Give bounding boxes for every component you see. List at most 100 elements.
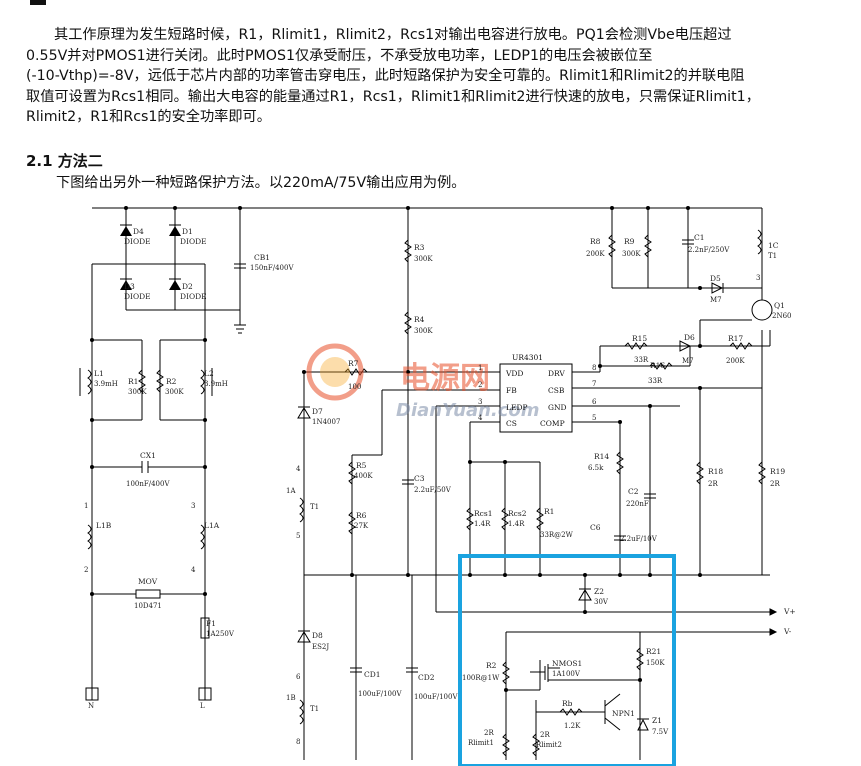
lbl-r15: R15 [632,334,647,343]
lbl-r5v: 400K [354,472,373,480]
lbl-n1: 1 [84,502,88,510]
lbl-r14v: 6.5k [588,464,604,472]
d1-value: DIODE [180,237,207,246]
lbl-r18: R18 [708,467,723,476]
lbl-c6v: 2.2uF/10V [620,535,658,543]
d1-label: D1 [182,227,193,236]
lbl-r17: R17 [728,334,743,343]
d4-label: D4 [133,227,144,236]
chip-pin-ledp: LEDP [506,403,528,412]
para-line: 取值可设置为Rcs1相同。输出大电容的能量通过R1，Rcs1，Rlimit1和R… [26,88,760,105]
lbl-t1bt: T1 [310,705,319,713]
lbl-cd1v: 100uF/100V [358,690,402,698]
chip-pin-vdd: VDD [505,369,523,378]
lbl-r4: R4 [414,315,425,324]
d4-value: DIODE [124,237,151,246]
lbl-r2: R2 [486,661,497,670]
lbl-l2: L2 [204,369,214,378]
para-line: (-10-Vthp)=-8V，远低于芯片内部的功率管击穿电压，此时短路保护为安全… [26,68,745,84]
lbl-t1at: T1 [310,503,319,511]
para-line: Rlimit2，R1和Rcs1的安全功率即可。 [26,109,271,125]
pin-num: 7 [592,380,596,388]
lbl-c2: C2 [628,487,639,496]
lbl-d5v: M7 [710,296,722,304]
lbl-rl1: Rlimit1 [468,739,494,747]
lbl-rl2v: 2R [540,731,550,739]
lbl-t1c: 1C [768,241,779,250]
lbl-rbv: 1.2K [564,722,581,730]
lbl-r9v: 300K [622,250,641,258]
lbl-f1v: 1A250V [206,630,235,638]
lbl-l1a: L1A [204,521,220,530]
lbl-r21v: 150K [646,659,665,667]
lbl-rb: Rb [562,699,573,708]
lbl-d7: D7 [312,407,323,416]
lbl-cd2: CD2 [418,673,435,682]
lbl-l: L [200,702,205,710]
lbl-r4v: 300K [414,327,433,335]
lbl-d8: D8 [312,631,323,640]
lbl-c1v: 2.2nF/250V [688,246,730,254]
lbl-t1ct: T1 [768,252,777,260]
lbl-cx1: CX1 [140,451,156,460]
lbl-c3v: 2.2uF/50V [414,486,452,494]
d2-value: DIODE [180,292,207,301]
lbl-r1lv: 300K [128,388,147,396]
lbl-z1: Z1 [652,716,662,725]
lbl-z2: Z2 [594,587,604,596]
lbl-r14: R14 [594,452,609,461]
lbl-npn: NPN1 [612,709,635,718]
lbl-rcs2: Rcs2 [508,509,527,518]
lbl-l1v: 3.9mH [94,380,118,388]
para-line: 0.55V并对PMOS1进行关闭。此时PMOS1仅承受耐压，不承受放电功率，LE… [26,47,653,64]
lbl-vm: V- [783,627,792,636]
lbl-c6: C6 [590,523,601,532]
lbl-r19: R19 [770,467,785,476]
chip-pin-gnd: GND [548,403,567,412]
lbl-z1v: 7.5V [652,728,669,736]
lbl-q1v: 2N60 [772,312,792,320]
d2-label: D2 [182,282,193,291]
lbl-nmos: NMOS1 [552,659,582,668]
para-line: 其工作原理为发生短路时候，R1，Rlimit1，Rlimit2，Rcs1对输出电… [54,27,732,43]
pin-num: 8 [592,364,596,372]
chip-pin-drv: DRV [548,369,565,378]
lbl-n2: 2 [84,566,88,574]
lbl-l1b: L1B [96,521,112,530]
lbl-mov: MOV [138,577,158,586]
lbl-n: N [88,702,94,710]
lbl-t1c3: 3 [756,274,760,282]
lbl-r16: R16 [650,361,665,370]
lbl-t1a4: 4 [296,465,301,473]
lbl-r1v: 33R@2W [540,531,574,539]
lbl-rcs1: Rcs1 [474,509,492,518]
chip-name: UR4301 [512,353,543,362]
lbl-l1: L1 [94,369,104,378]
chip-pin-cs: CS [506,419,517,428]
lbl-t1a5: 5 [296,532,300,540]
lbl-r17v: 200K [726,357,745,365]
lbl-d7v: 1N4007 [312,418,340,426]
pin-num: 3 [478,398,482,406]
lbl-r21: R21 [646,647,661,656]
lbl-r1l: R1 [128,377,138,386]
lbl-r3: R3 [414,243,425,252]
lbl-d8v: ES2J [312,643,329,651]
lbl-n3: 3 [191,502,195,510]
lbl-r8: R8 [590,237,601,246]
lbl-t1a: 1A [286,487,296,495]
lbl-rl1v: 2R [484,729,494,737]
lbl-d5: D5 [710,274,721,283]
lbl-t1b8: 8 [296,738,300,746]
description-paragraph: 其工作原理为发生短路时候，R1，Rlimit1，Rlimit2，Rcs1对输出电… [26,25,831,128]
lbl-r3v: 300K [414,255,433,263]
lbl-cd1: CD1 [364,670,381,679]
lbl-cd2v: 100uF/100V [414,693,458,701]
lbl-vp: V+ [783,607,796,616]
pin-num: 5 [592,414,596,422]
watermark-en: DianYuan.com [396,400,540,421]
chip-pin-fb: FB [506,386,517,395]
lbl-c2v: 220nF [626,500,649,508]
pin-num: 1 [478,364,482,372]
lbl-q1: Q1 [774,301,785,310]
